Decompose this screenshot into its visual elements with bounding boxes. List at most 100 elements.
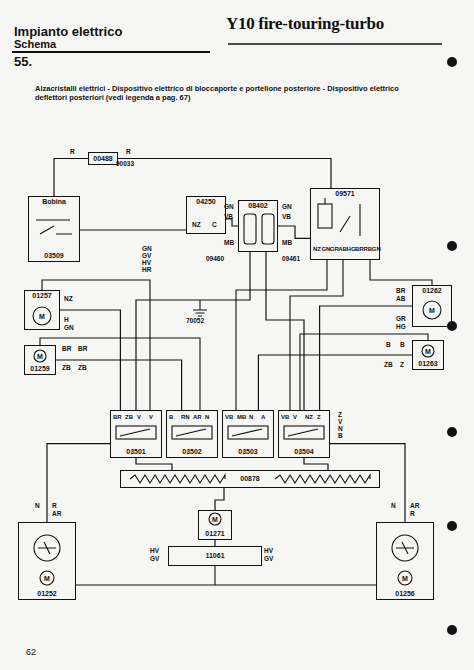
wire-code: V: [149, 414, 153, 420]
wire-code: GN: [64, 325, 74, 332]
wire-code: BR: [396, 288, 405, 295]
wire: [278, 226, 310, 238]
wire-code: BR: [113, 414, 122, 420]
wire-code: MB: [224, 240, 234, 247]
wire-code: N: [391, 503, 396, 510]
wire-code: 70052: [186, 318, 204, 325]
wire: [118, 159, 331, 189]
wire-code: GV: [142, 253, 151, 260]
component-box: 08402: [238, 200, 278, 252]
wire-code: VB: [281, 414, 289, 420]
component-code: 01263: [418, 360, 437, 368]
wire-code: AR: [52, 511, 61, 518]
component-code: 01262: [422, 287, 441, 295]
wire-code: R: [52, 503, 57, 510]
wire-code: ZB: [78, 365, 87, 372]
wire: [47, 444, 110, 522]
wire-code: AB: [338, 246, 347, 252]
wire-code: BR: [355, 246, 364, 252]
wire-code: HV: [142, 260, 151, 267]
wire-code: V: [338, 419, 342, 426]
motor-symbol-label: M: [212, 516, 218, 523]
component-box: 00488: [88, 152, 118, 165]
wire-code: N: [249, 414, 253, 420]
wire-code: V: [293, 414, 297, 420]
wire: [304, 458, 328, 470]
wire-code: ZB: [62, 365, 71, 372]
wire-code: AR: [193, 414, 202, 420]
motor-symbol-label: M: [429, 307, 435, 314]
wire-code: RB: [363, 246, 372, 252]
wire-code: NZ: [64, 296, 73, 303]
wire: [266, 252, 304, 410]
motor-symbol-label: M: [425, 348, 431, 355]
component-box: 01257: [24, 290, 60, 330]
motor-symbol-label: M: [44, 575, 50, 582]
component-code: 03509: [44, 252, 63, 260]
component-box: 01262: [412, 285, 452, 327]
page-heading: Y10 fire-touring-turbo: [226, 14, 384, 34]
page-number: 62: [26, 648, 36, 657]
page-heading: Schema: [14, 39, 56, 50]
component-code: Bobina: [42, 198, 66, 206]
wire-code: B: [386, 342, 391, 349]
wire-code: Z: [400, 362, 404, 369]
component-code: 08402: [248, 202, 267, 210]
wire-code: NZ: [192, 222, 201, 229]
wire-code: B: [169, 414, 173, 420]
wire-code: NZ: [313, 246, 321, 252]
wire-code: C: [212, 222, 217, 229]
component-code: 11061: [205, 552, 224, 560]
wire-code: R: [410, 511, 415, 518]
component-code: 01271: [205, 530, 224, 538]
wire-code: HV: [264, 548, 273, 555]
diagram-caption: Alzacristalli elettrici - Dispositivo el…: [35, 84, 419, 103]
component-code: 00488: [93, 155, 112, 163]
wire-code: GN: [142, 246, 152, 253]
wire-code: Z: [317, 414, 321, 420]
component-code: 01256: [395, 590, 414, 598]
component-code: 03503: [238, 448, 257, 456]
wire: [330, 444, 405, 522]
wire-code: RN: [181, 414, 190, 420]
wire-code: R: [70, 149, 75, 156]
component-box: 03502: [166, 410, 218, 458]
wire-code: HV: [150, 548, 159, 555]
wire-code: N: [205, 414, 209, 420]
component-box: 01256: [376, 522, 434, 600]
component-box: 01259: [24, 345, 56, 375]
wire-code: HR: [142, 267, 151, 274]
wire: [136, 458, 172, 470]
wire-code: A: [261, 414, 265, 420]
wire-code: Z: [338, 412, 342, 419]
wire-code: R: [126, 149, 131, 156]
wire: [215, 488, 224, 510]
wire: [320, 306, 412, 410]
component-box: 00878: [120, 470, 380, 488]
diagram-title: Impianto elettrico: [14, 24, 122, 39]
wire-code: GN: [282, 204, 292, 211]
wire-code: NZ: [305, 414, 313, 420]
wire-code: N: [338, 426, 343, 433]
wire-code: B: [338, 433, 343, 440]
component-code: 01259: [30, 365, 49, 373]
component-code: 04250: [196, 198, 215, 206]
wire-code: B: [400, 342, 405, 349]
component-box: 11061: [168, 546, 262, 566]
component-box: 04250: [186, 196, 226, 234]
wire-code: VB: [225, 414, 233, 420]
wire-code: 90033: [116, 161, 134, 168]
wire-code: VB: [224, 214, 233, 221]
wire-code: 09461: [282, 256, 300, 263]
motor-symbol-label: M: [39, 313, 45, 320]
wire-code: V: [137, 414, 141, 420]
wire-code: GN: [321, 246, 330, 252]
wire-code: ZB: [384, 362, 393, 369]
wire-code: GR: [330, 246, 339, 252]
wire-code: AB: [396, 296, 405, 303]
wire-code: ZB: [125, 414, 133, 420]
wire-code: GR: [396, 316, 406, 323]
wire: [136, 252, 250, 410]
wire: [258, 355, 412, 410]
